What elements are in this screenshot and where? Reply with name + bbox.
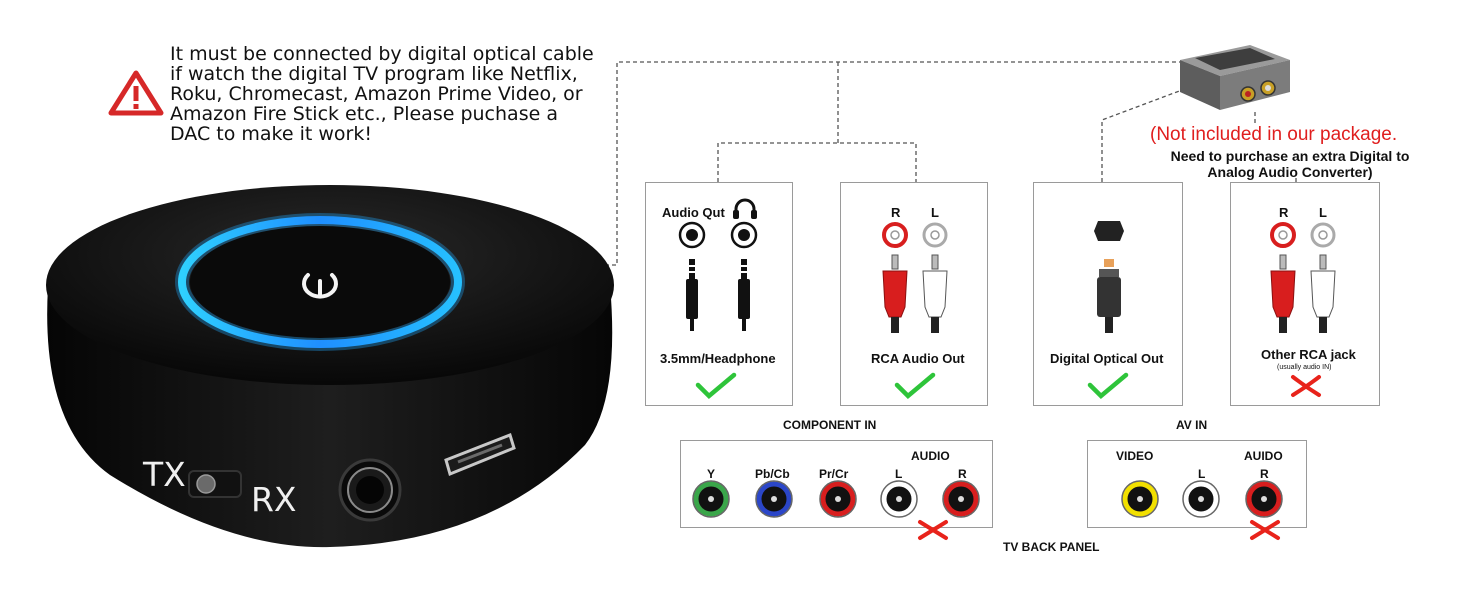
- usb-port: [444, 433, 516, 477]
- rca-plugs: [882, 222, 948, 333]
- tv-back-panel-label: TV BACK PANEL: [1003, 540, 1100, 554]
- tx-label: TX: [143, 455, 186, 494]
- cross-icon: [1291, 375, 1321, 397]
- rca-r-label: R: [891, 205, 901, 220]
- checkmark-icon: [1087, 372, 1129, 400]
- component-audio-label: AUDIO: [911, 449, 950, 463]
- converter-note-line2: Analog Audio Converter): [1207, 164, 1373, 180]
- cross-icon: [1250, 520, 1280, 540]
- other-l-label: L: [1319, 205, 1327, 220]
- other-r-label: R: [1279, 205, 1289, 220]
- dac-converter: [1180, 45, 1290, 110]
- audio-jack-port: [338, 458, 402, 522]
- port-label-l: L: [895, 467, 903, 481]
- component-in-title: COMPONENT IN: [783, 418, 877, 432]
- bluetooth-device: [46, 185, 614, 548]
- headphone-caption: 3.5mm/Headphone: [660, 351, 776, 366]
- checkmark-icon: [894, 372, 936, 400]
- cross-icon: [918, 520, 948, 540]
- headphone-jacks: [678, 221, 758, 331]
- av-video-label: VIDEO: [1116, 449, 1154, 463]
- panel-av-in: VIDEO AUIDO L R: [1087, 440, 1307, 528]
- optical-caption: Digital Optical Out: [1050, 351, 1164, 366]
- panel-optical: Digital Optical Out: [1033, 182, 1183, 406]
- av-audio-label: AUIDO: [1244, 449, 1283, 463]
- port-label-pb: Pb/Cb: [755, 467, 790, 481]
- panel-rca-out: R L RCA Audio Out: [840, 182, 988, 406]
- other-subcaption: (usually audio IN): [1277, 364, 1332, 371]
- optical-plug: [1094, 221, 1124, 333]
- warning-text: It must be connected by digital optical …: [170, 43, 594, 145]
- tx-rx-switch[interactable]: [185, 465, 245, 505]
- other-rca-plugs: [1270, 222, 1336, 333]
- av-r-label: R: [1260, 467, 1269, 481]
- panel-component-in: AUDIO Y Pb/Cb Pr/Cr L R: [680, 440, 993, 528]
- port-label-r: R: [958, 467, 967, 481]
- power-icon[interactable]: [290, 265, 350, 305]
- rx-label: RX: [251, 480, 297, 519]
- converter-note-line1: Need to purchase an extra Digital to: [1170, 148, 1410, 164]
- panel-other-rca: R L Other RCA jack (usually audio IN): [1230, 182, 1380, 406]
- av-ports: [1121, 480, 1283, 518]
- audio-out-label: Audio Qut: [662, 205, 725, 220]
- headphone-icon: [733, 198, 757, 219]
- checkmark-icon: [695, 372, 737, 400]
- converter-note-red: (Not included in our package.: [1150, 124, 1398, 145]
- other-caption: Other RCA jack: [1261, 347, 1356, 362]
- av-l-label: L: [1198, 467, 1206, 481]
- warning-triangle-icon: [108, 70, 164, 116]
- rca-caption: RCA Audio Out: [871, 351, 965, 366]
- port-label-y: Y: [707, 467, 716, 481]
- panel-headphone: Audio Qut 3.5mm/Headphone: [645, 182, 793, 406]
- component-ports: [692, 480, 980, 518]
- rca-l-label: L: [931, 205, 939, 220]
- port-label-pr: Pr/Cr: [819, 467, 849, 481]
- av-in-title: AV IN: [1176, 418, 1208, 432]
